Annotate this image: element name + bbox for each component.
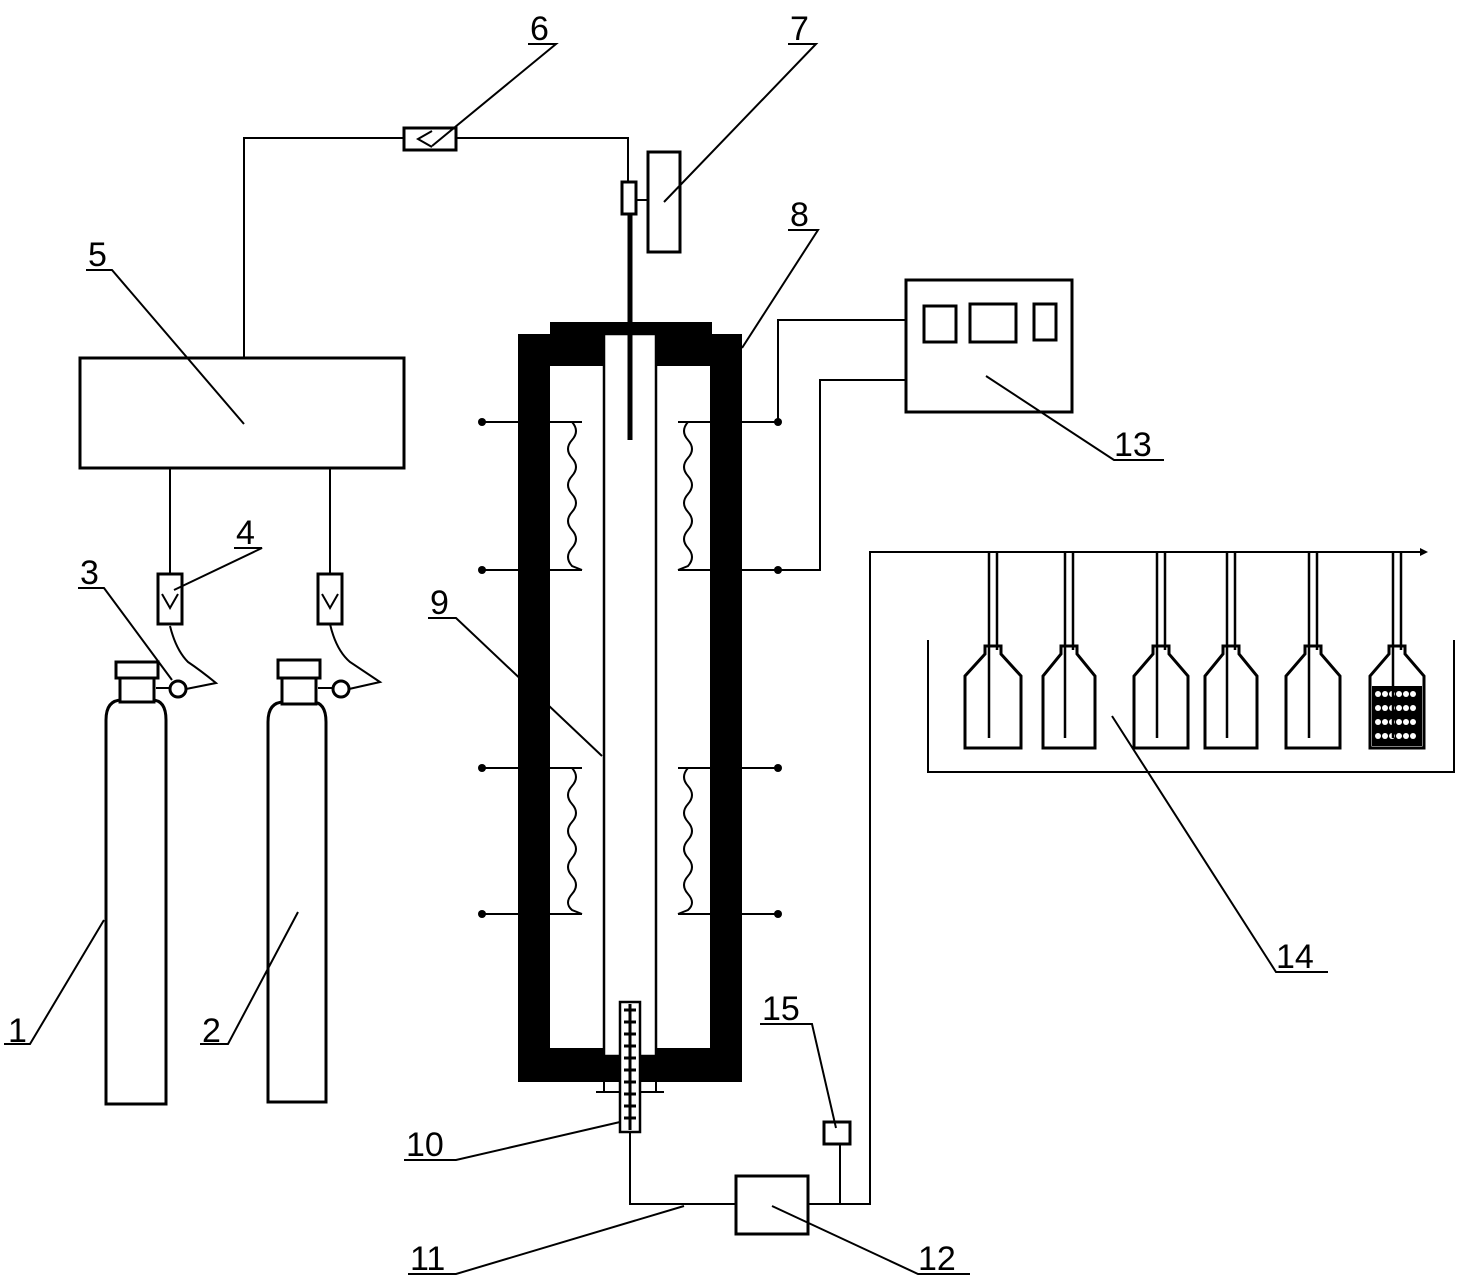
label-2: 2: [202, 1012, 221, 1050]
cylinder-valve-3: [156, 625, 219, 699]
gas-cylinder-2: [266, 658, 328, 1104]
outlet-pipe-11: [629, 1132, 736, 1205]
absorption-bottle: [1041, 552, 1097, 750]
absorption-bottles: [963, 552, 1426, 750]
label-14: 14: [1276, 938, 1314, 976]
pipe-valve-to-reactor: [456, 137, 629, 182]
absorption-bottle: [963, 552, 1023, 750]
flow-meter-4: [156, 572, 184, 626]
condenser-12: [734, 1174, 810, 1236]
temperature-controller-13: [904, 278, 1074, 414]
label-1: 1: [8, 1012, 27, 1050]
label-6: 6: [530, 10, 549, 48]
heating-element-right-lower: [677, 764, 782, 918]
absorption-bottle: [1284, 552, 1342, 750]
callout-labels: 1 2 3 4 5 6 7 8 9 10 11 12 13 14 15: [4, 10, 1328, 1278]
heating-element-right-upper: [677, 418, 782, 574]
label-15: 15: [762, 990, 800, 1028]
label-5: 5: [88, 236, 107, 274]
check-valve-6: [402, 126, 458, 152]
label-3: 3: [80, 554, 99, 592]
heating-element-left-lower: [478, 764, 583, 918]
sampling-port-15: [822, 1120, 852, 1146]
water-bath-14: [927, 640, 1455, 773]
controller-wire-lower: [778, 379, 906, 571]
pipe-to-absorbers: [808, 551, 1420, 1205]
label-7: 7: [790, 10, 809, 48]
label-13: 13: [1114, 426, 1152, 464]
reactor-tube-9: [596, 332, 664, 1093]
absorption-bottle: [1132, 552, 1190, 750]
cylinder-valve-2: [318, 623, 383, 699]
pipe-mixer-to-valve: [243, 137, 404, 358]
flow-meter-2: [316, 572, 344, 626]
heating-element-left-upper: [478, 418, 583, 574]
absorption-bottle: [1203, 552, 1259, 750]
label-8: 8: [790, 196, 809, 234]
label-11: 11: [410, 1240, 445, 1278]
absorption-bottle: [1368, 552, 1426, 750]
outlet-arrow: [1420, 548, 1428, 556]
filter-10: [618, 1000, 642, 1134]
gas-cylinder-1: [104, 660, 168, 1106]
label-4: 4: [236, 514, 255, 552]
label-9: 9: [430, 584, 449, 622]
label-12: 12: [918, 1240, 956, 1278]
controller-wire-upper: [777, 319, 906, 422]
gas-mixer-5: [78, 356, 406, 470]
label-10: 10: [406, 1126, 444, 1164]
